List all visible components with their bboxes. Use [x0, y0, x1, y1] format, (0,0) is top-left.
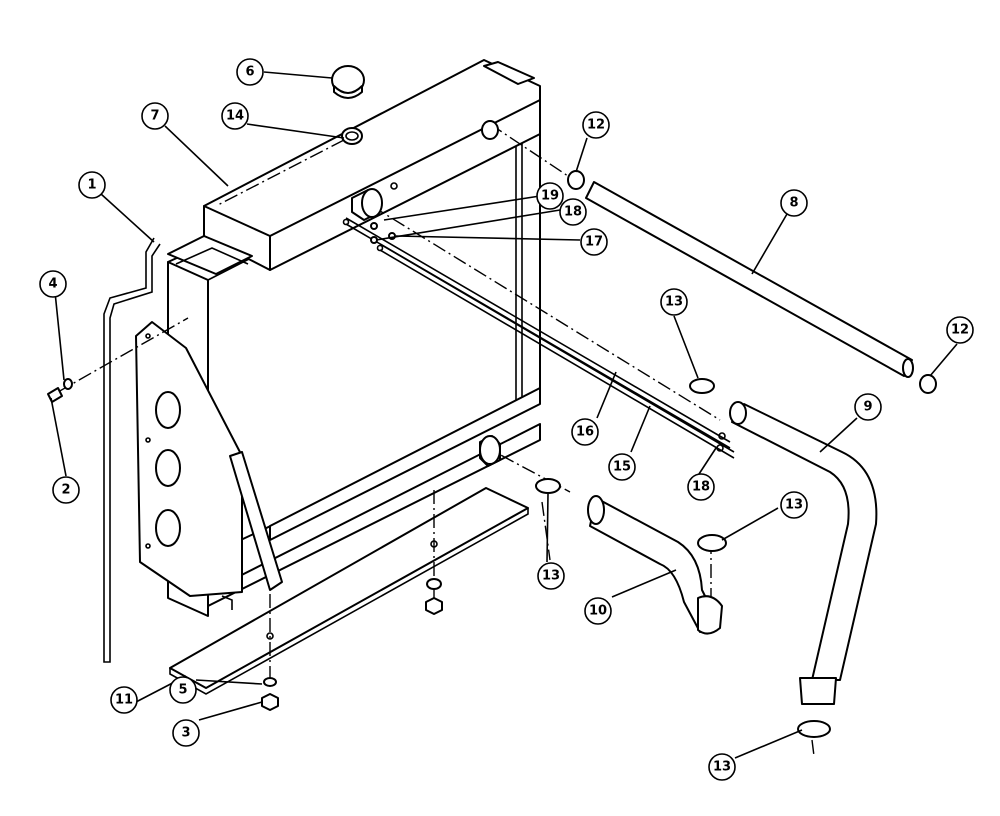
svg-text:13: 13 — [542, 569, 560, 584]
svg-text:10: 10 — [589, 604, 607, 619]
callout-4: 4 — [39, 270, 67, 298]
hose-clamps-13 — [535, 378, 831, 738]
svg-text:8: 8 — [789, 196, 798, 211]
svg-text:16: 16 — [576, 425, 594, 440]
svg-text:7: 7 — [150, 109, 159, 124]
svg-text:11: 11 — [115, 693, 133, 708]
callout-1: 1 — [78, 171, 106, 199]
callout-6: 6 — [236, 58, 264, 86]
callout-13-a: 13 — [660, 288, 688, 316]
callout-13-b: 13 — [780, 491, 808, 519]
svg-text:2: 2 — [61, 483, 70, 498]
svg-text:3: 3 — [181, 726, 190, 741]
leader-lines — [50, 71, 958, 759]
tank-outlet-neck — [481, 120, 499, 140]
svg-text:13: 13 — [713, 760, 731, 775]
callout-3: 3 — [172, 719, 200, 747]
elbow-hose-part — [587, 495, 723, 635]
radiator-cap-part — [331, 65, 365, 99]
callout-14: 14 — [221, 102, 249, 130]
bracket-rod-part — [103, 237, 161, 663]
callout-13-c: 13 — [537, 562, 565, 590]
svg-text:13: 13 — [785, 498, 803, 513]
callout-2: 2 — [52, 476, 80, 504]
filler-neck-part — [341, 127, 363, 145]
svg-text:9: 9 — [863, 400, 872, 415]
svg-text:18: 18 — [564, 205, 582, 220]
callout-12-upper: 12 — [582, 111, 610, 139]
hose-clamps-12 — [567, 170, 937, 394]
callout-9: 9 — [854, 393, 882, 421]
svg-text:4: 4 — [48, 277, 57, 292]
svg-text:13: 13 — [665, 295, 683, 310]
svg-text:6: 6 — [245, 65, 254, 80]
callout-11: 11 — [110, 686, 138, 714]
callout-19: 19 — [536, 182, 564, 210]
svg-text:12: 12 — [951, 323, 969, 338]
callout-10: 10 — [584, 597, 612, 625]
callout-7: 7 — [141, 102, 169, 130]
svg-text:12: 12 — [587, 118, 605, 133]
side-mounting-plate — [135, 321, 283, 597]
svg-text:19: 19 — [541, 189, 559, 204]
tube-rods — [342, 217, 735, 459]
callout-8: 8 — [780, 189, 808, 217]
callout-16: 16 — [571, 418, 599, 446]
callout-12-lower: 12 — [946, 316, 974, 344]
callout-18-lower: 18 — [687, 473, 715, 501]
svg-text:5: 5 — [178, 683, 187, 698]
tank-inlet-neck — [351, 188, 383, 221]
callout-18-upper: 18 — [559, 198, 587, 226]
callout-5: 5 — [169, 676, 197, 704]
callout-13-d: 13 — [708, 753, 736, 781]
skid-plate-part — [169, 487, 529, 695]
svg-text:15: 15 — [613, 460, 631, 475]
upper-hose-part — [585, 181, 914, 378]
bottom-outlet-neck — [479, 435, 501, 467]
svg-text:17: 17 — [585, 235, 603, 250]
top-tank-part — [167, 59, 541, 275]
svg-text:14: 14 — [226, 109, 244, 124]
svg-text:1: 1 — [87, 178, 96, 193]
lower-hose-part — [729, 401, 878, 705]
callout-15: 15 — [608, 453, 636, 481]
svg-text:18: 18 — [692, 480, 710, 495]
callout-17: 17 — [580, 228, 608, 256]
